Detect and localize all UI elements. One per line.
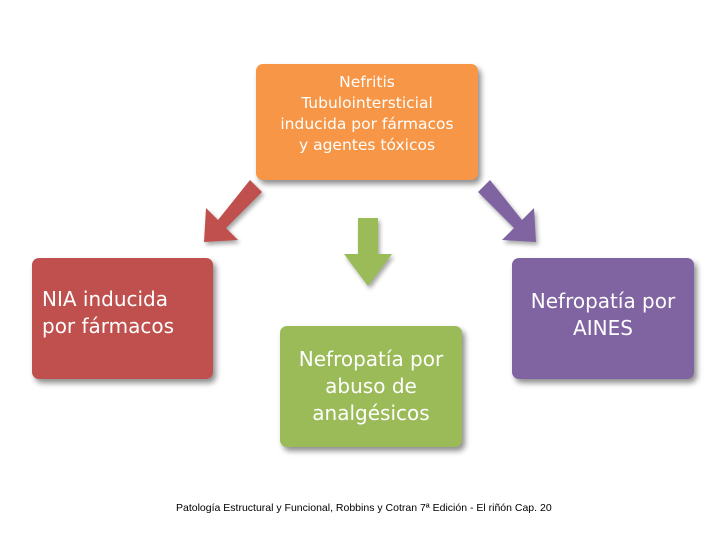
node-right: Nefropatía por AINES — [512, 258, 694, 379]
footer-caption: Patología Estructural y Funcional, Robbi… — [176, 502, 552, 514]
node-top-label: Nefritis Tubulointersticial inducida por… — [280, 73, 454, 154]
arrow-to-right-shape — [478, 180, 536, 242]
arrow-down-right-icon — [478, 180, 536, 242]
arrow-to-left-shape — [204, 180, 262, 242]
arrow-down-left-icon — [204, 180, 262, 242]
arrow-down-icon — [344, 218, 392, 286]
node-left-label: NIA inducida por fármacos — [42, 287, 175, 338]
node-right-label: Nefropatía por AINES — [530, 289, 676, 340]
node-left: NIA inducida por fármacos — [32, 258, 213, 379]
arrow-to-center-shape — [344, 218, 392, 286]
node-top: Nefritis Tubulointersticial inducida por… — [256, 64, 478, 180]
node-center: Nefropatía por abuso de analgésicos — [280, 326, 462, 447]
node-center-label: Nefropatía por abuso de analgésicos — [298, 347, 444, 425]
